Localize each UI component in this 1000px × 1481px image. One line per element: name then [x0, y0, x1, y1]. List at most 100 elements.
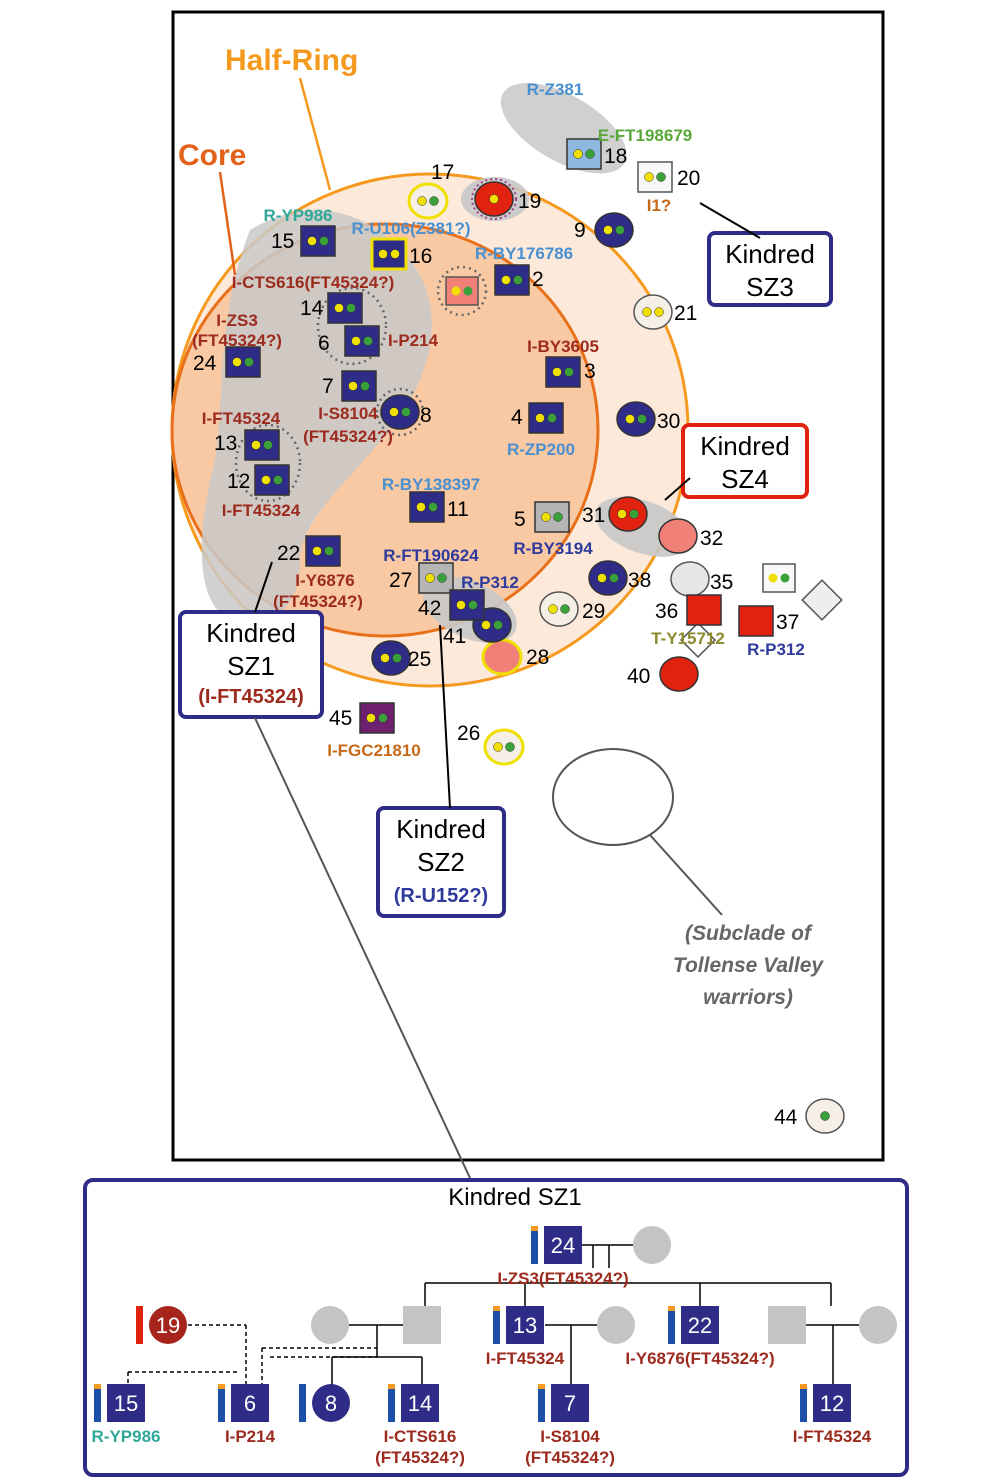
pedigree-member-number: 7 — [564, 1391, 576, 1416]
individual-2-number: 2 — [532, 268, 544, 291]
individual-24-number: 24 — [193, 352, 217, 375]
individual-36-number: 36 — [655, 600, 678, 623]
pedigree-marker-cap — [538, 1384, 545, 1389]
allele-dot — [463, 286, 473, 296]
individual-14-number: 14 — [300, 297, 324, 320]
allele-dot — [629, 509, 639, 519]
allele-dot — [401, 407, 411, 417]
pedigree-member-number: 14 — [408, 1391, 432, 1416]
individual-31-symbol — [608, 496, 648, 532]
individual-28-symbol — [481, 638, 523, 676]
pedigree-member-13 — [506, 1306, 544, 1344]
kindred-sz1-cluster — [201, 210, 432, 623]
haplogroup-label: I-FGC21810 — [327, 741, 421, 760]
individual-37-symbol — [738, 605, 774, 637]
pedigree-member-14 — [401, 1384, 439, 1422]
pedigree-haplogroup: I-FT45324 — [486, 1349, 565, 1368]
individual-24-symbol — [225, 346, 261, 378]
pedigree-unknown-female — [859, 1306, 897, 1344]
allele-dot — [263, 440, 273, 450]
unlabeled-individual-square — [762, 563, 796, 593]
individual-45-number: 45 — [329, 707, 352, 730]
individual-21-number: 21 — [674, 302, 697, 325]
pedigree-unknown-male — [768, 1306, 806, 1344]
pedigree-marker-cap — [668, 1306, 675, 1311]
kindred-boxes: KindredSZ3KindredSZ4KindredSZ1(I-FT45324… — [178, 231, 833, 918]
individual-22-symbol — [305, 535, 341, 567]
individual-8-number: 8 — [420, 404, 432, 427]
individual-16-symbol — [370, 237, 408, 271]
individual-41-number: 41 — [443, 625, 466, 648]
pedigree-member-number: 6 — [244, 1391, 256, 1416]
kindred-name-line: SZ4 — [721, 464, 769, 494]
individual-35-symbol — [670, 561, 710, 597]
haplogroup-label: I-FT45324 — [202, 409, 281, 428]
allele-dot — [560, 604, 570, 614]
individual-2-symbol — [494, 264, 530, 296]
individual-25-symbol — [371, 640, 411, 676]
individual-27-number: 27 — [389, 569, 412, 592]
haplogroup-label: (FT45324?) — [273, 592, 363, 611]
pedigree-member-24 — [544, 1226, 582, 1264]
individual-30-number: 30 — [657, 410, 680, 433]
kindred-name-line: Kindred — [700, 431, 790, 461]
tollense-note-line-3: warriors) — [703, 986, 793, 1009]
allele-dot — [625, 414, 635, 424]
individual-37-number: 37 — [776, 611, 799, 634]
pedigree-marker-cap — [388, 1384, 395, 1389]
allele-dot — [312, 546, 322, 556]
allele-dot — [261, 475, 271, 485]
allele-dot — [501, 275, 511, 285]
diamond-symbol — [801, 579, 843, 621]
allele-dot — [656, 172, 666, 182]
individual-28-number: 28 — [526, 646, 549, 669]
sz3-connector — [699, 202, 761, 239]
pedigree-member-number: 15 — [114, 1391, 138, 1416]
pedigree-haplogroup: R-YP986 — [92, 1427, 161, 1446]
individual-symbols: 2345678911121314151617181920212224252627… — [193, 138, 845, 1134]
allele-dot — [232, 357, 242, 367]
individual-38-symbol — [588, 560, 628, 596]
pedigree-marker-bar — [538, 1384, 545, 1422]
individual-32-symbol — [658, 518, 698, 554]
individual-30-symbol — [616, 401, 656, 437]
pedigree-member-22 — [681, 1306, 719, 1344]
half-ring-label: Half-Ring — [225, 44, 358, 77]
unlabeled-individual-square — [445, 276, 479, 306]
sz4-connector — [664, 477, 691, 501]
allele-dot — [346, 303, 356, 313]
allele-dot — [642, 307, 652, 317]
pedigree-member-number: 13 — [513, 1313, 537, 1338]
haplogroup-label: E-FT198679 — [598, 126, 693, 145]
haplogroup-label: I-P214 — [388, 331, 439, 350]
allele-dot — [553, 512, 563, 522]
allele-dot — [437, 573, 447, 583]
allele-dot — [564, 367, 574, 377]
allele-dot — [493, 742, 503, 752]
core-leader — [218, 171, 237, 276]
individual-38-number: 38 — [628, 569, 651, 592]
allele-dot — [615, 225, 625, 235]
kindred-haplogroup: (R-U152?) — [394, 885, 488, 907]
individual-13-symbol — [244, 429, 280, 461]
individual-25-number: 25 — [408, 648, 431, 671]
individual-40-symbol — [659, 656, 699, 692]
allele-dot — [780, 573, 790, 583]
pedigree-member-6 — [231, 1384, 269, 1422]
haplogroup-label: T-Y15712 — [651, 629, 725, 648]
half-ring-leader — [298, 77, 332, 191]
individual-3-number: 3 — [584, 360, 596, 383]
individual-15-number: 15 — [271, 230, 294, 253]
individual-11-number: 11 — [447, 498, 469, 521]
allele-dot — [348, 381, 358, 391]
allele-dot — [481, 620, 491, 630]
pedigree-unknown-male — [403, 1306, 441, 1344]
pedigree-marker-bar — [493, 1306, 500, 1344]
kindred-haplogroup: (I-FT45324) — [198, 686, 304, 708]
dotted-group-13-12 — [234, 423, 302, 503]
individual-5-symbol — [534, 501, 570, 533]
diamond-symbol — [679, 621, 717, 659]
pedigree-member-12 — [813, 1384, 851, 1422]
individual-9-number: 9 — [574, 219, 586, 242]
